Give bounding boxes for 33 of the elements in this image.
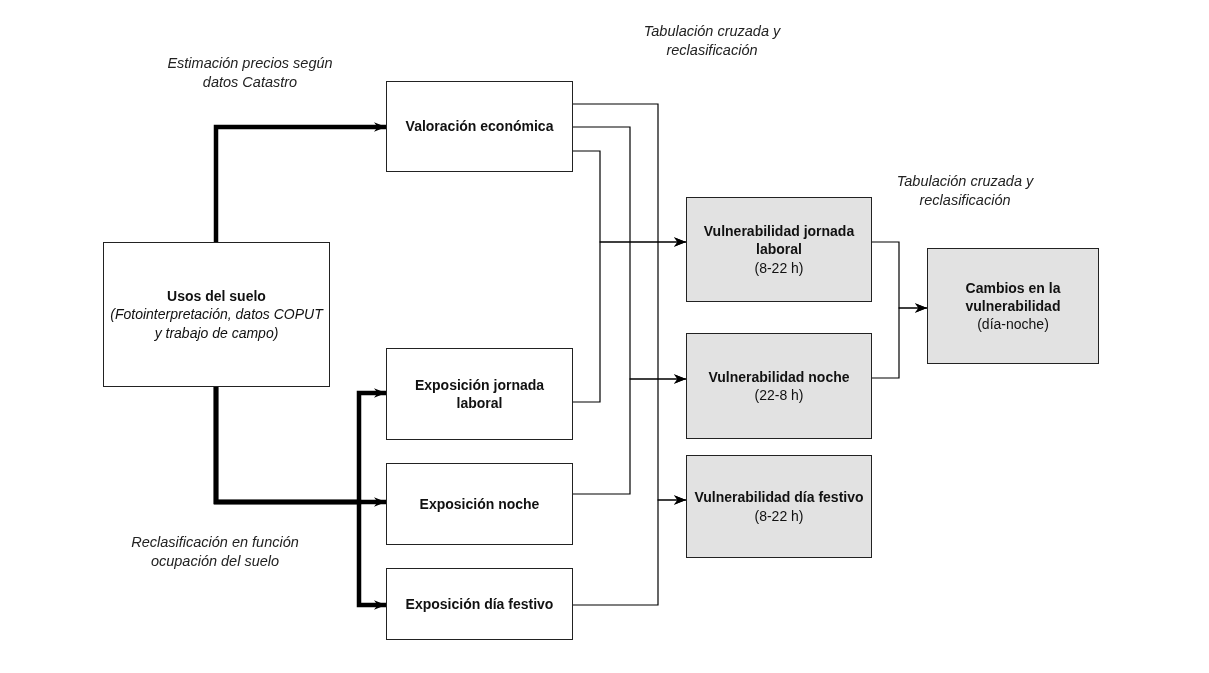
arrow xyxy=(871,303,928,379)
node-title: Usos del suelo xyxy=(167,287,266,306)
node-title: Exposición noche xyxy=(419,494,540,514)
node-subtitle: (día-noche) xyxy=(977,315,1049,334)
node-subtitle: (22-8 h) xyxy=(754,386,804,405)
process-box xyxy=(386,348,573,440)
node-title: Exposición día festivo xyxy=(405,594,554,614)
result-box xyxy=(686,333,872,439)
node-title: Vulnerabilidad noche xyxy=(708,367,850,386)
node-subtitle: (8-22 h) xyxy=(754,506,804,525)
result-box xyxy=(927,248,1099,364)
arrow xyxy=(572,495,687,606)
node-title: Valoración económica xyxy=(405,117,554,136)
process-box xyxy=(386,463,573,545)
annotation-text: Tabulación cruzada y reclasificación xyxy=(642,22,782,60)
node-title: Vulnerabilidad jornada laboral xyxy=(702,222,856,259)
process-box xyxy=(103,242,330,387)
arrow xyxy=(213,387,386,610)
node-subtitle: (8-22 h) xyxy=(754,258,804,277)
arrow xyxy=(572,374,687,495)
arrow xyxy=(213,122,386,242)
process-box xyxy=(386,81,573,172)
node-subtitle: (Fotointerpretación, datos COPUT y trabajo de campo) xyxy=(110,305,323,342)
arrow xyxy=(572,237,687,403)
result-box xyxy=(686,455,872,558)
node-title: Cambios en la vulnerabilidad xyxy=(964,278,1062,316)
annotation-text: Tabulación cruzada y reclasificación xyxy=(895,172,1035,210)
annotation-text: Estimación precios según datos Catastro xyxy=(166,54,334,92)
annotation-text: Reclasificación en función ocupación del suelo xyxy=(130,533,300,571)
process-box xyxy=(386,568,573,640)
result-box xyxy=(686,197,872,302)
node-title: Vulnerabilidad día festivo xyxy=(694,488,864,507)
node-title: Exposición jornada laboral xyxy=(413,375,546,413)
